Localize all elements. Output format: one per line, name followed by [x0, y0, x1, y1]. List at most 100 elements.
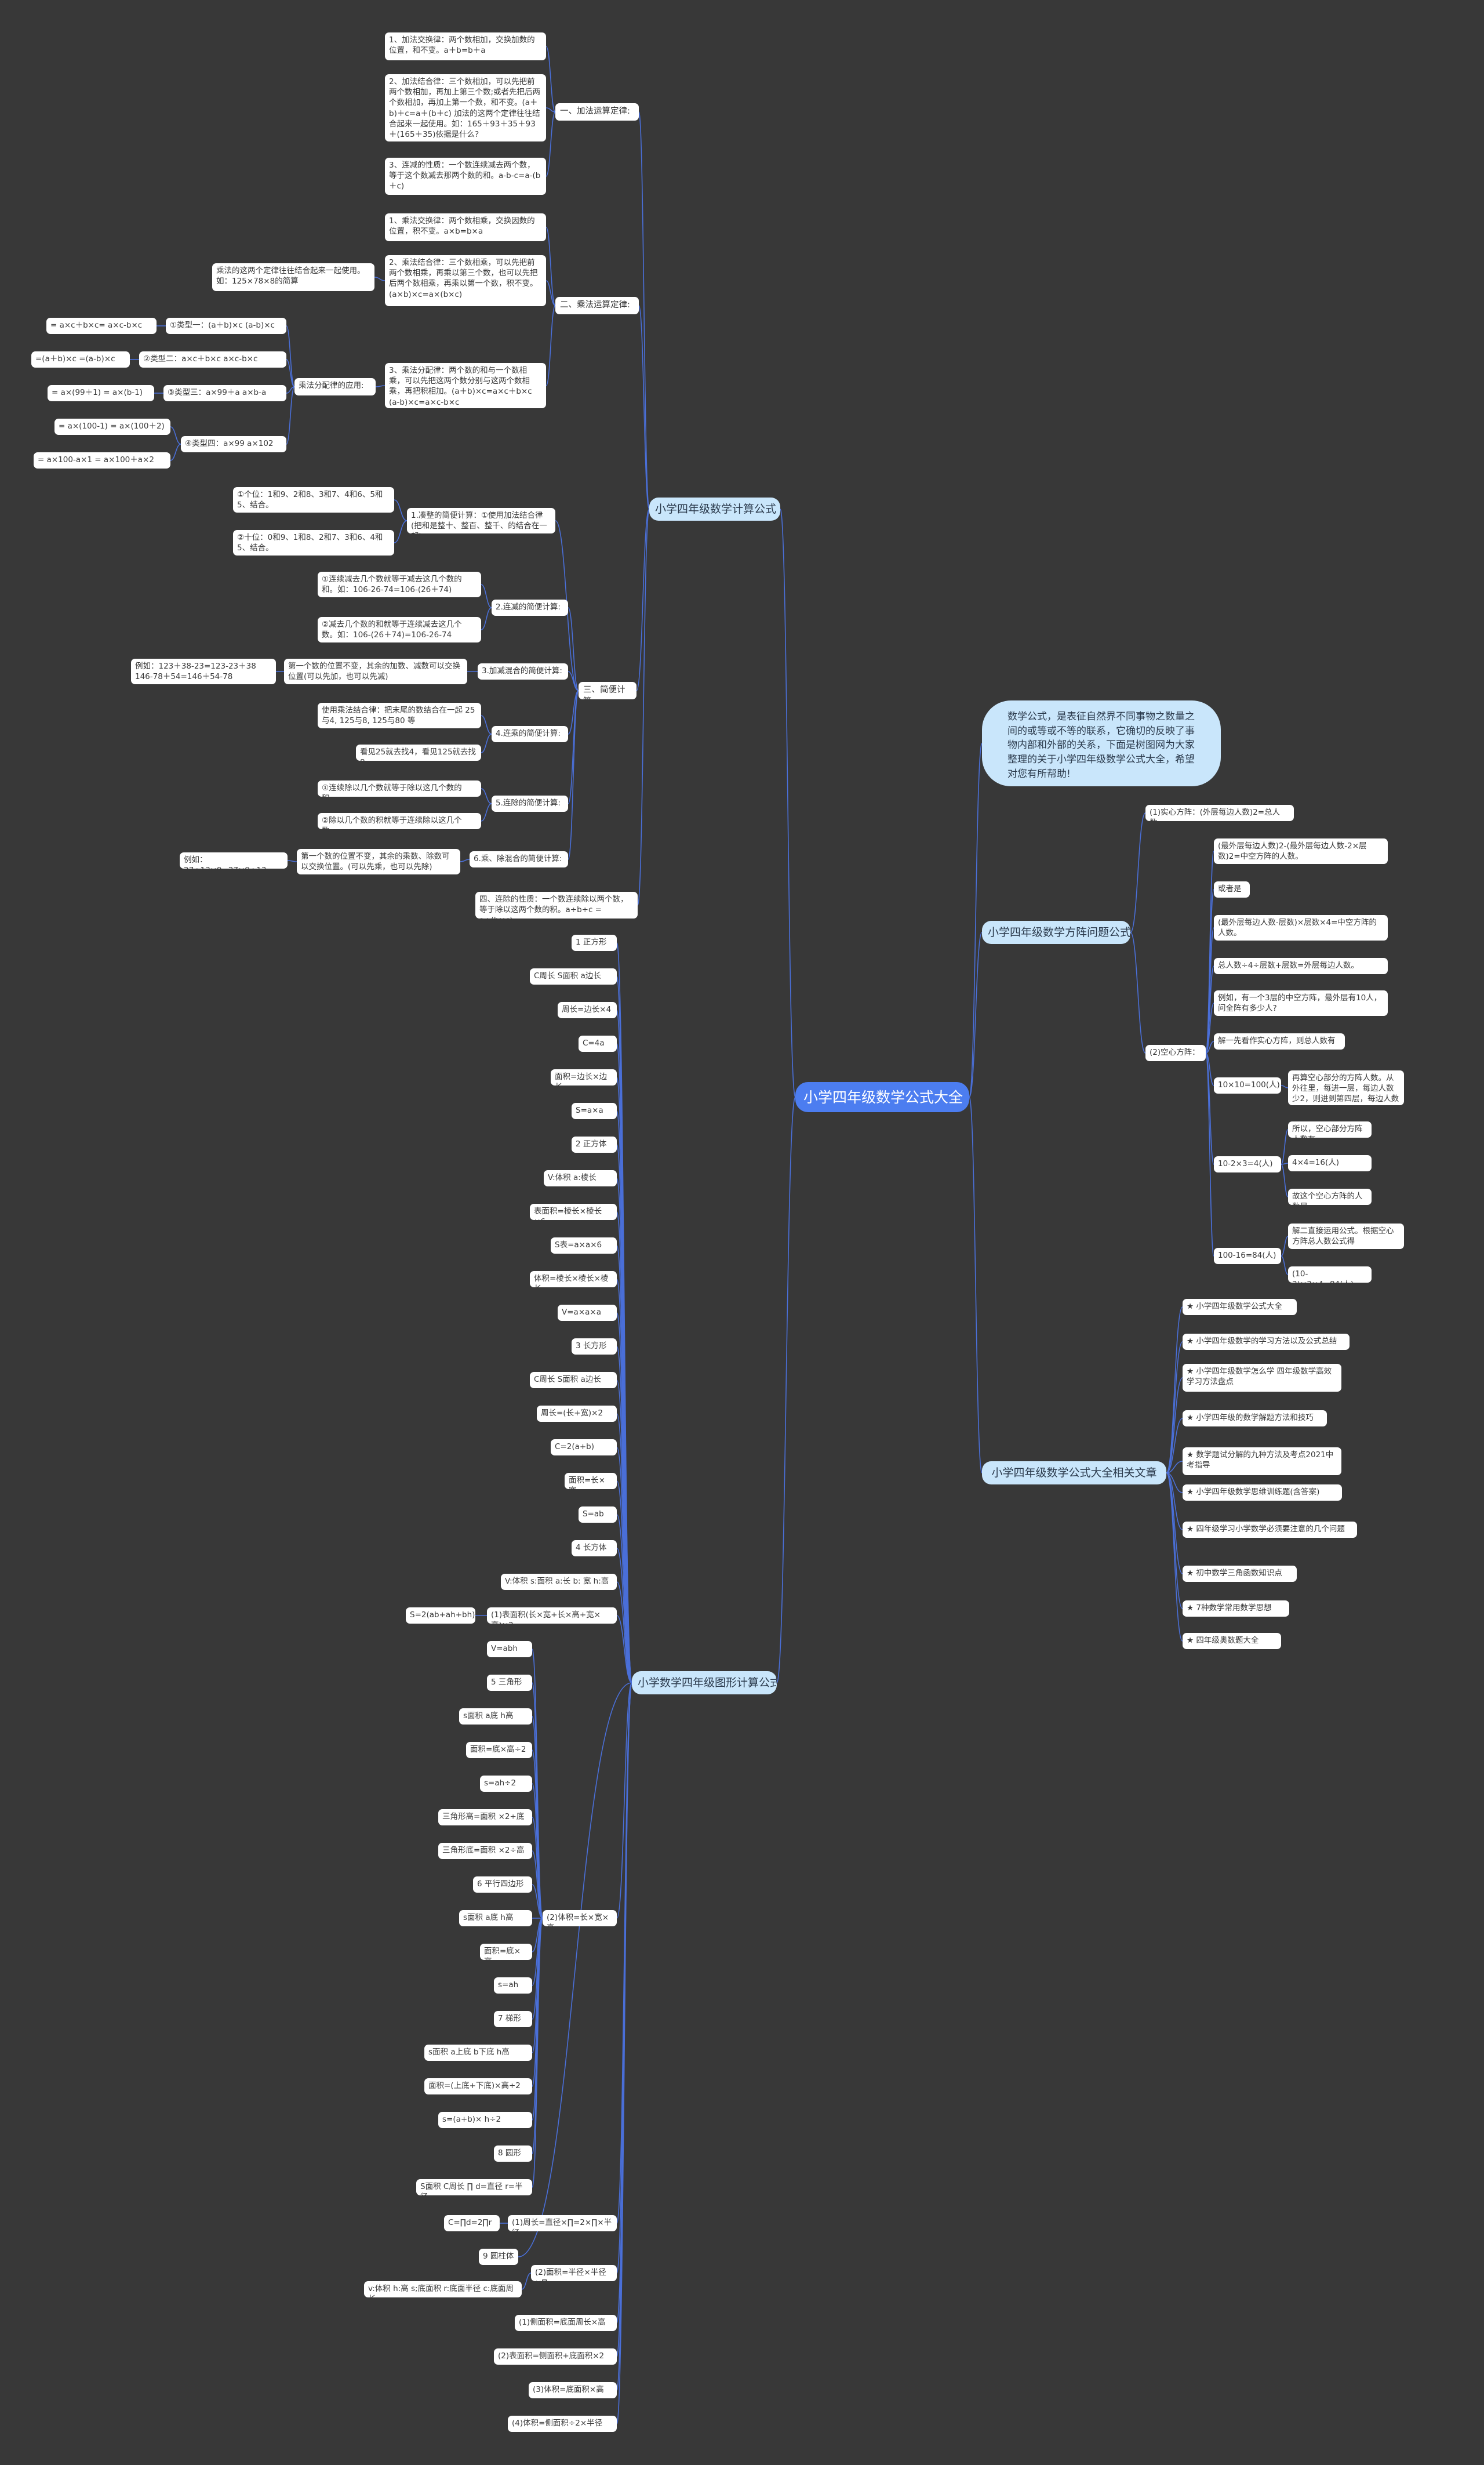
- related-article-link[interactable]: ★ 四年级奥数题大全: [1183, 1633, 1281, 1649]
- hollow-array-item[interactable]: (最外层每边人数)2-(最外层每边人数-2×层数)2=中空方阵的人数。: [1214, 838, 1388, 864]
- simple-calc-item[interactable]: ②十位：0和9、1和8、2和7、3和6、4和5、结合。: [233, 530, 394, 556]
- simple-calc-group[interactable]: 4.连乘的简便计算:: [492, 726, 568, 742]
- distributive-type[interactable]: ②类型二：a×c＋b×c a×c-b×c: [139, 351, 286, 368]
- volume-item[interactable]: 8 圆形: [494, 2145, 532, 2162]
- array-step-detail[interactable]: 4×4=16(人): [1288, 1155, 1372, 1171]
- volume-item[interactable]: 三角形底=面积 ×2÷高: [438, 1843, 532, 1859]
- hollow-array-item[interactable]: 解一先看作实心方阵，则总人数有: [1214, 1033, 1345, 1050]
- simple-calc-item[interactable]: 第一个数的位置不变，其余的乘数、除数可以交换位置。(可以先乘，也可以先除): [297, 849, 460, 874]
- volume-item[interactable]: s面积 a底 h高: [459, 1910, 532, 1926]
- mul-law-note[interactable]: 乘法的这两个定律往往结合起来一起使用。如：125×78×8的简算: [212, 263, 374, 291]
- geometry-item[interactable]: 面积=边长×边长: [551, 1069, 617, 1086]
- volume-item[interactable]: s=(a+b)× h÷2: [438, 2112, 532, 2128]
- distributive-detail[interactable]: =(a＋b)×c =(a-b)×c: [31, 351, 130, 368]
- related-article-link[interactable]: ★ 数学题试分解的九种方法及考点2021中考指导: [1183, 1447, 1341, 1475]
- volume-item[interactable]: 7 梯形: [494, 2011, 532, 2027]
- cuboid-volume[interactable]: (2)体积=长×宽×高: [543, 1910, 617, 1926]
- circle-area[interactable]: (2)面积=半径×半径×∏: [531, 2265, 617, 2281]
- geometry-item[interactable]: S=a×a: [572, 1103, 617, 1119]
- geometry-item[interactable]: 3 长方形: [572, 1338, 617, 1355]
- related-article-link[interactable]: ★ 初中数学三角函数知识点: [1183, 1566, 1297, 1582]
- calc-add-laws[interactable]: 一、加法运算定律:: [555, 103, 639, 121]
- distributive-type[interactable]: ①类型一：(a＋b)×c (a-b)×c: [166, 318, 286, 334]
- hollow-array-item[interactable]: 例如，有一个3层的中空方阵，最外层有10人，问全阵有多少人?: [1214, 990, 1388, 1016]
- distributive-type[interactable]: ③类型三：a×99＋a a×b-a: [163, 385, 286, 401]
- related-article-link[interactable]: ★ 四年级学习小学数学必须要注意的几个问题: [1183, 1522, 1357, 1538]
- mul-law-item[interactable]: 2、乘法结合律：三个数相乘，可以先把前两个数相乘，再乘以第三个数，也可以先把后两…: [385, 255, 546, 306]
- distributive-detail[interactable]: = a×(99＋1) = a×(b-1): [48, 385, 154, 401]
- branch-calc[interactable]: 小学四年级数学计算公式: [649, 498, 780, 521]
- related-article-link[interactable]: ★ 小学四年级数学思维训练题(含答案): [1183, 1484, 1342, 1501]
- volume-item[interactable]: 面积=底×高: [480, 1944, 532, 1960]
- array-step-detail[interactable]: 解二直接运用公式。根据空心方阵总人数公式得: [1288, 1224, 1404, 1249]
- geometry-item[interactable]: 周长=边长×4: [558, 1002, 617, 1018]
- volume-item[interactable]: S面积 C周长 ∏ d=直径 r=半径: [416, 2179, 532, 2195]
- branch-square-array[interactable]: 小学四年级数学方阵问题公式: [982, 921, 1130, 944]
- calc-division-property[interactable]: 四、连除的性质：一个数连续除以两个数，等于除以这两个数的积。a÷b÷c = a÷…: [475, 892, 638, 919]
- simple-calc-item[interactable]: ①个位：1和9、2和8、3和7、4和6、5和5、结合。: [233, 487, 394, 513]
- hollow-array-item[interactable]: (最外层每边人数-层数)×层数×4=中空方阵的人数。: [1214, 915, 1388, 941]
- geometry-item[interactable]: 周长=(长+宽)×2: [537, 1406, 617, 1422]
- calc-mul-laws[interactable]: 二、乘法运算定律:: [555, 297, 639, 314]
- geometry-item[interactable]: V:体积 a:棱长: [544, 1170, 617, 1186]
- geometry-item[interactable]: 1 正方形: [572, 935, 617, 951]
- add-law-item[interactable]: 2、加法结合律：三个数相加，可以先把前两个数相加，再加上第三个数;或者先把后两个…: [385, 74, 546, 141]
- cuboid-surface-formula[interactable]: S=2(ab+ah+bh): [406, 1607, 475, 1624]
- simple-calc-group[interactable]: 1.凑整的简便计算：①使用加法结合律(把和是整十、整百、整千、的结合在一起): [407, 508, 555, 533]
- volume-item[interactable]: 面积=(上底+下底)×高÷2: [424, 2078, 532, 2094]
- cylinder-item[interactable]: (2)表面积=侧面积+底面积×2: [494, 2348, 617, 2365]
- simple-calc-group[interactable]: 5.连除的简便计算:: [492, 796, 568, 812]
- volume-item[interactable]: 三角形高=面积 ×2÷底: [438, 1809, 532, 1825]
- geometry-item[interactable]: 体积=棱长×棱长×棱长: [530, 1271, 617, 1287]
- volume-item[interactable]: s面积 a上底 b下底 h高: [424, 2045, 532, 2061]
- array-step[interactable]: 10-2×3=4(人): [1214, 1156, 1281, 1172]
- array-step-detail[interactable]: 所以，空心部分方阵人数有: [1288, 1121, 1372, 1138]
- array-step[interactable]: 100-16=84(人): [1214, 1248, 1281, 1264]
- related-article-link[interactable]: ★ 小学四年级数学公式大全: [1183, 1299, 1297, 1315]
- related-article-link[interactable]: ★ 小学四年级的数学解题方法和技巧: [1183, 1410, 1327, 1426]
- geometry-item[interactable]: 表面积=棱长×棱长×6: [530, 1204, 617, 1220]
- simple-calc-example[interactable]: 例如：27÷13×9=27×9÷13: [180, 852, 288, 869]
- geometry-item[interactable]: S表=a×a×6: [551, 1237, 617, 1254]
- simple-calc-item[interactable]: ①连续除以几个数就等于除以这几个数的积。: [318, 780, 481, 797]
- branch-geometry[interactable]: 小学数学四年级图形计算公式: [632, 1671, 777, 1694]
- simple-calc-item[interactable]: 第一个数的位置不变，其余的加数、减数可以交换位置(可以先加，也可以先减): [284, 659, 467, 684]
- distributive-type[interactable]: ④类型四：a×99 a×102: [181, 436, 286, 452]
- cylinder-item[interactable]: (1)侧面积=底面周长×高: [515, 2315, 617, 2331]
- distributive-detail[interactable]: = a×(100-1) = a×(100＋2): [54, 419, 170, 435]
- geometry-item[interactable]: V=a×a×a: [558, 1305, 617, 1321]
- simple-calc-item[interactable]: ②减去几个数的和就等于连续减去这几个数。如：106-(26＋74)=106-26…: [318, 617, 481, 642]
- volume-item[interactable]: 6 平行四边形: [473, 1876, 532, 1893]
- root-node[interactable]: 小学四年级数学公式大全: [795, 1082, 969, 1112]
- geometry-item[interactable]: 2 正方体: [572, 1137, 617, 1153]
- cylinder-title[interactable]: 9 圆柱体: [479, 2249, 518, 2265]
- distributive-law[interactable]: 乘法分配律的应用:: [294, 378, 376, 395]
- circle-perimeter[interactable]: (1)周长=直径×∏=2×∏×半径: [508, 2215, 617, 2231]
- cuboid-surface[interactable]: (1)表面积(长×宽+长×高+宽×高)×2: [487, 1607, 617, 1624]
- volume-item[interactable]: s=ah: [494, 1977, 532, 1994]
- simple-calc-item[interactable]: 看见25就去找4，看见125就去找8: [356, 745, 481, 761]
- geometry-item[interactable]: 4 长方体: [572, 1540, 617, 1556]
- cylinder-variables[interactable]: v:体积 h:高 s;底面积 r:底面半径 c:底面周长: [364, 2281, 522, 2297]
- branch-related[interactable]: 小学四年级数学公式大全相关文章: [982, 1461, 1166, 1484]
- related-article-link[interactable]: ★ 小学四年级数学怎么学 四年级数学高效学习方法盘点: [1183, 1364, 1341, 1392]
- hollow-square-array[interactable]: (2)空心方阵：: [1145, 1045, 1206, 1061]
- geometry-item[interactable]: C周长 S面积 a边长: [530, 1372, 617, 1388]
- geometry-item[interactable]: V:体积 s:面积 a:长 b: 宽 h:高: [501, 1574, 617, 1590]
- array-step-detail[interactable]: (10-3)×3×4=84(人): [1288, 1266, 1372, 1283]
- volume-item[interactable]: V=abh: [487, 1641, 532, 1657]
- array-step-detail[interactable]: 再算空心部分的方阵人数。从外往里，每进一层，每边人数少2，则进到第四层，每边人数…: [1288, 1070, 1404, 1105]
- cylinder-item[interactable]: (3)体积=底面积×高: [529, 2382, 617, 2398]
- add-law-item[interactable]: 1、加法交换律：两个数相加，交换加数的位置，和不变。a＋b=b＋a: [385, 32, 546, 60]
- geometry-item[interactable]: C周长 S面积 a边长: [530, 968, 617, 985]
- simple-calc-item[interactable]: ①连续减去几个数就等于减去这几个数的和。如：106-26-74=106-(26＋…: [318, 572, 481, 597]
- array-step[interactable]: 10×10=100(人): [1214, 1077, 1281, 1094]
- volume-item[interactable]: s=ah÷2: [480, 1776, 532, 1792]
- simple-calc-group[interactable]: 3.加减混合的简便计算:: [478, 663, 568, 680]
- geometry-item[interactable]: C=2(a+b): [551, 1439, 617, 1455]
- geometry-item[interactable]: C=4a: [579, 1036, 617, 1052]
- related-article-link[interactable]: ★ 7种数学常用数学思想: [1183, 1600, 1289, 1617]
- cylinder-item[interactable]: (4)体积=侧面积÷2×半径: [508, 2416, 617, 2432]
- solid-square-array[interactable]: (1)实心方阵：(外层每边人数)2=总人数。: [1145, 805, 1294, 821]
- mul-law-item[interactable]: 3、乘法分配律：两个数的和与一个数相乘，可以先把这两个数分别与这两个数相乘，再把…: [385, 363, 546, 408]
